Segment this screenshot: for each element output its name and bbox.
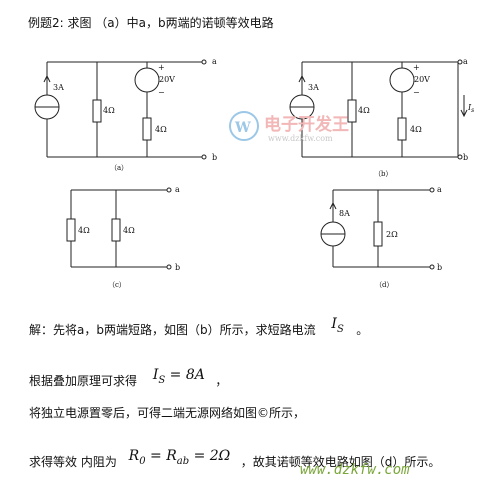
solution-line-2: 根据叠加原理可求得 IS = 8A ， — [29, 368, 228, 394]
solution-line-4-text: 求得等效 内阻为 — [29, 455, 117, 469]
terminal-b-a — [457, 59, 463, 65]
caption-a: （a） — [110, 164, 128, 172]
label-c-term-b: b — [175, 263, 180, 272]
label-a-r2: 4Ω — [155, 125, 167, 134]
label-c-r2: 4Ω — [123, 226, 135, 235]
resistor-b-1 — [347, 99, 357, 123]
label-a-vsrc: 20V — [159, 75, 175, 84]
caption-b: （b） — [374, 170, 392, 178]
label-b-term-b: b — [463, 153, 468, 162]
solution-line-4-math: R0 = Rab = 2Ω — [128, 448, 231, 467]
label-b-r1: 4Ω — [358, 106, 370, 115]
terminal-b-b — [457, 154, 463, 160]
solution-line-1-text: 解：先将a，b两端短路，如图（b）所示，求短路电流 — [29, 323, 316, 337]
solution-line-1-suffix: 。 — [356, 323, 369, 337]
label-c-term-a: a — [175, 185, 180, 194]
voltage-source-a — [134, 67, 160, 93]
solution-line-1: 解：先将a，b两端短路，如图（b）所示，求短路电流 IS 。 — [29, 317, 369, 343]
solution-line-2-math: IS = 8A — [152, 367, 205, 386]
solution-line-4: 求得等效 内阻为 R0 = Rab = 2Ω ，故其诺顿等效电路如图（d）所示。 — [29, 449, 441, 475]
resistor-a-1 — [92, 99, 102, 123]
label-b-term-a: a — [463, 57, 468, 66]
label-b-isc: Is — [467, 103, 474, 114]
label-a-minus: − — [158, 88, 165, 97]
label-d-term-a: a — [437, 185, 442, 194]
terminal-d-a — [429, 187, 435, 193]
solution-line-3: 将独立电源置零后，可得二端无源网络如图©所示， — [29, 406, 306, 420]
caption-c: （c） — [108, 281, 126, 289]
circuit-c — [66, 187, 172, 270]
label-a-r1: 4Ω — [103, 106, 115, 115]
label-d-source: 8A — [339, 209, 350, 218]
caption-d: （d） — [375, 281, 393, 289]
solution-line-2-suffix: ， — [215, 374, 228, 388]
voltage-source-b — [389, 67, 415, 93]
terminal-d-b — [429, 264, 435, 270]
watermark-logo: W 电子开发王 www.dzkfw.com — [228, 110, 378, 144]
label-a-plus: + — [158, 63, 165, 72]
terminal-c-a — [166, 187, 172, 193]
watermark-logo-text: 电子开发王 — [264, 114, 349, 135]
label-d-term-b: b — [437, 263, 442, 272]
resistor-c-1 — [66, 218, 76, 242]
terminal-a-a — [201, 59, 207, 65]
label-b-plus: + — [413, 63, 420, 72]
label-c-r1: 4Ω — [78, 226, 90, 235]
watermark-logo-url: www.dzkfw.com — [268, 134, 333, 143]
label-a-term-a: a — [212, 57, 217, 66]
resistor-c-2 — [111, 218, 121, 242]
circuit-b — [289, 59, 468, 160]
label-b-vsrc: 20V — [414, 75, 430, 84]
label-a-source: 3A — [53, 83, 64, 92]
footer-url-watermark: www.dzkfw.com — [300, 462, 410, 478]
label-b-r2: 4Ω — [410, 125, 422, 134]
solution-line-1-math: IS — [331, 316, 344, 335]
terminal-c-b — [166, 264, 172, 270]
circuit-d — [320, 187, 435, 270]
label-a-term-b: b — [212, 153, 217, 162]
label-b-minus: − — [413, 88, 420, 97]
resistor-b-2 — [397, 117, 407, 141]
solution-line-2-text: 根据叠加原理可求得 — [29, 374, 138, 388]
resistor-a-2 — [142, 117, 152, 141]
watermark-icon: W 电子开发王 www.dzkfw.com — [229, 111, 349, 143]
resistor-d-1 — [373, 221, 383, 247]
solution-line-4-suffix: ，故其诺顿等效电路如图（d）所示。 — [240, 455, 441, 469]
circuit-diagrams: 3A 4Ω + 20V − 4Ω a b （a） 3A 4Ω + 20V − 4… — [34, 57, 474, 289]
circuit-a — [34, 59, 207, 160]
label-b-source: 3A — [308, 83, 319, 92]
terminal-a-b — [201, 154, 207, 160]
svg-text:W: W — [234, 120, 251, 136]
example-title: 例题2: 求图 （a）中a，b两端的诺顿等效电路 — [28, 16, 274, 30]
label-d-r1: 2Ω — [386, 230, 398, 239]
